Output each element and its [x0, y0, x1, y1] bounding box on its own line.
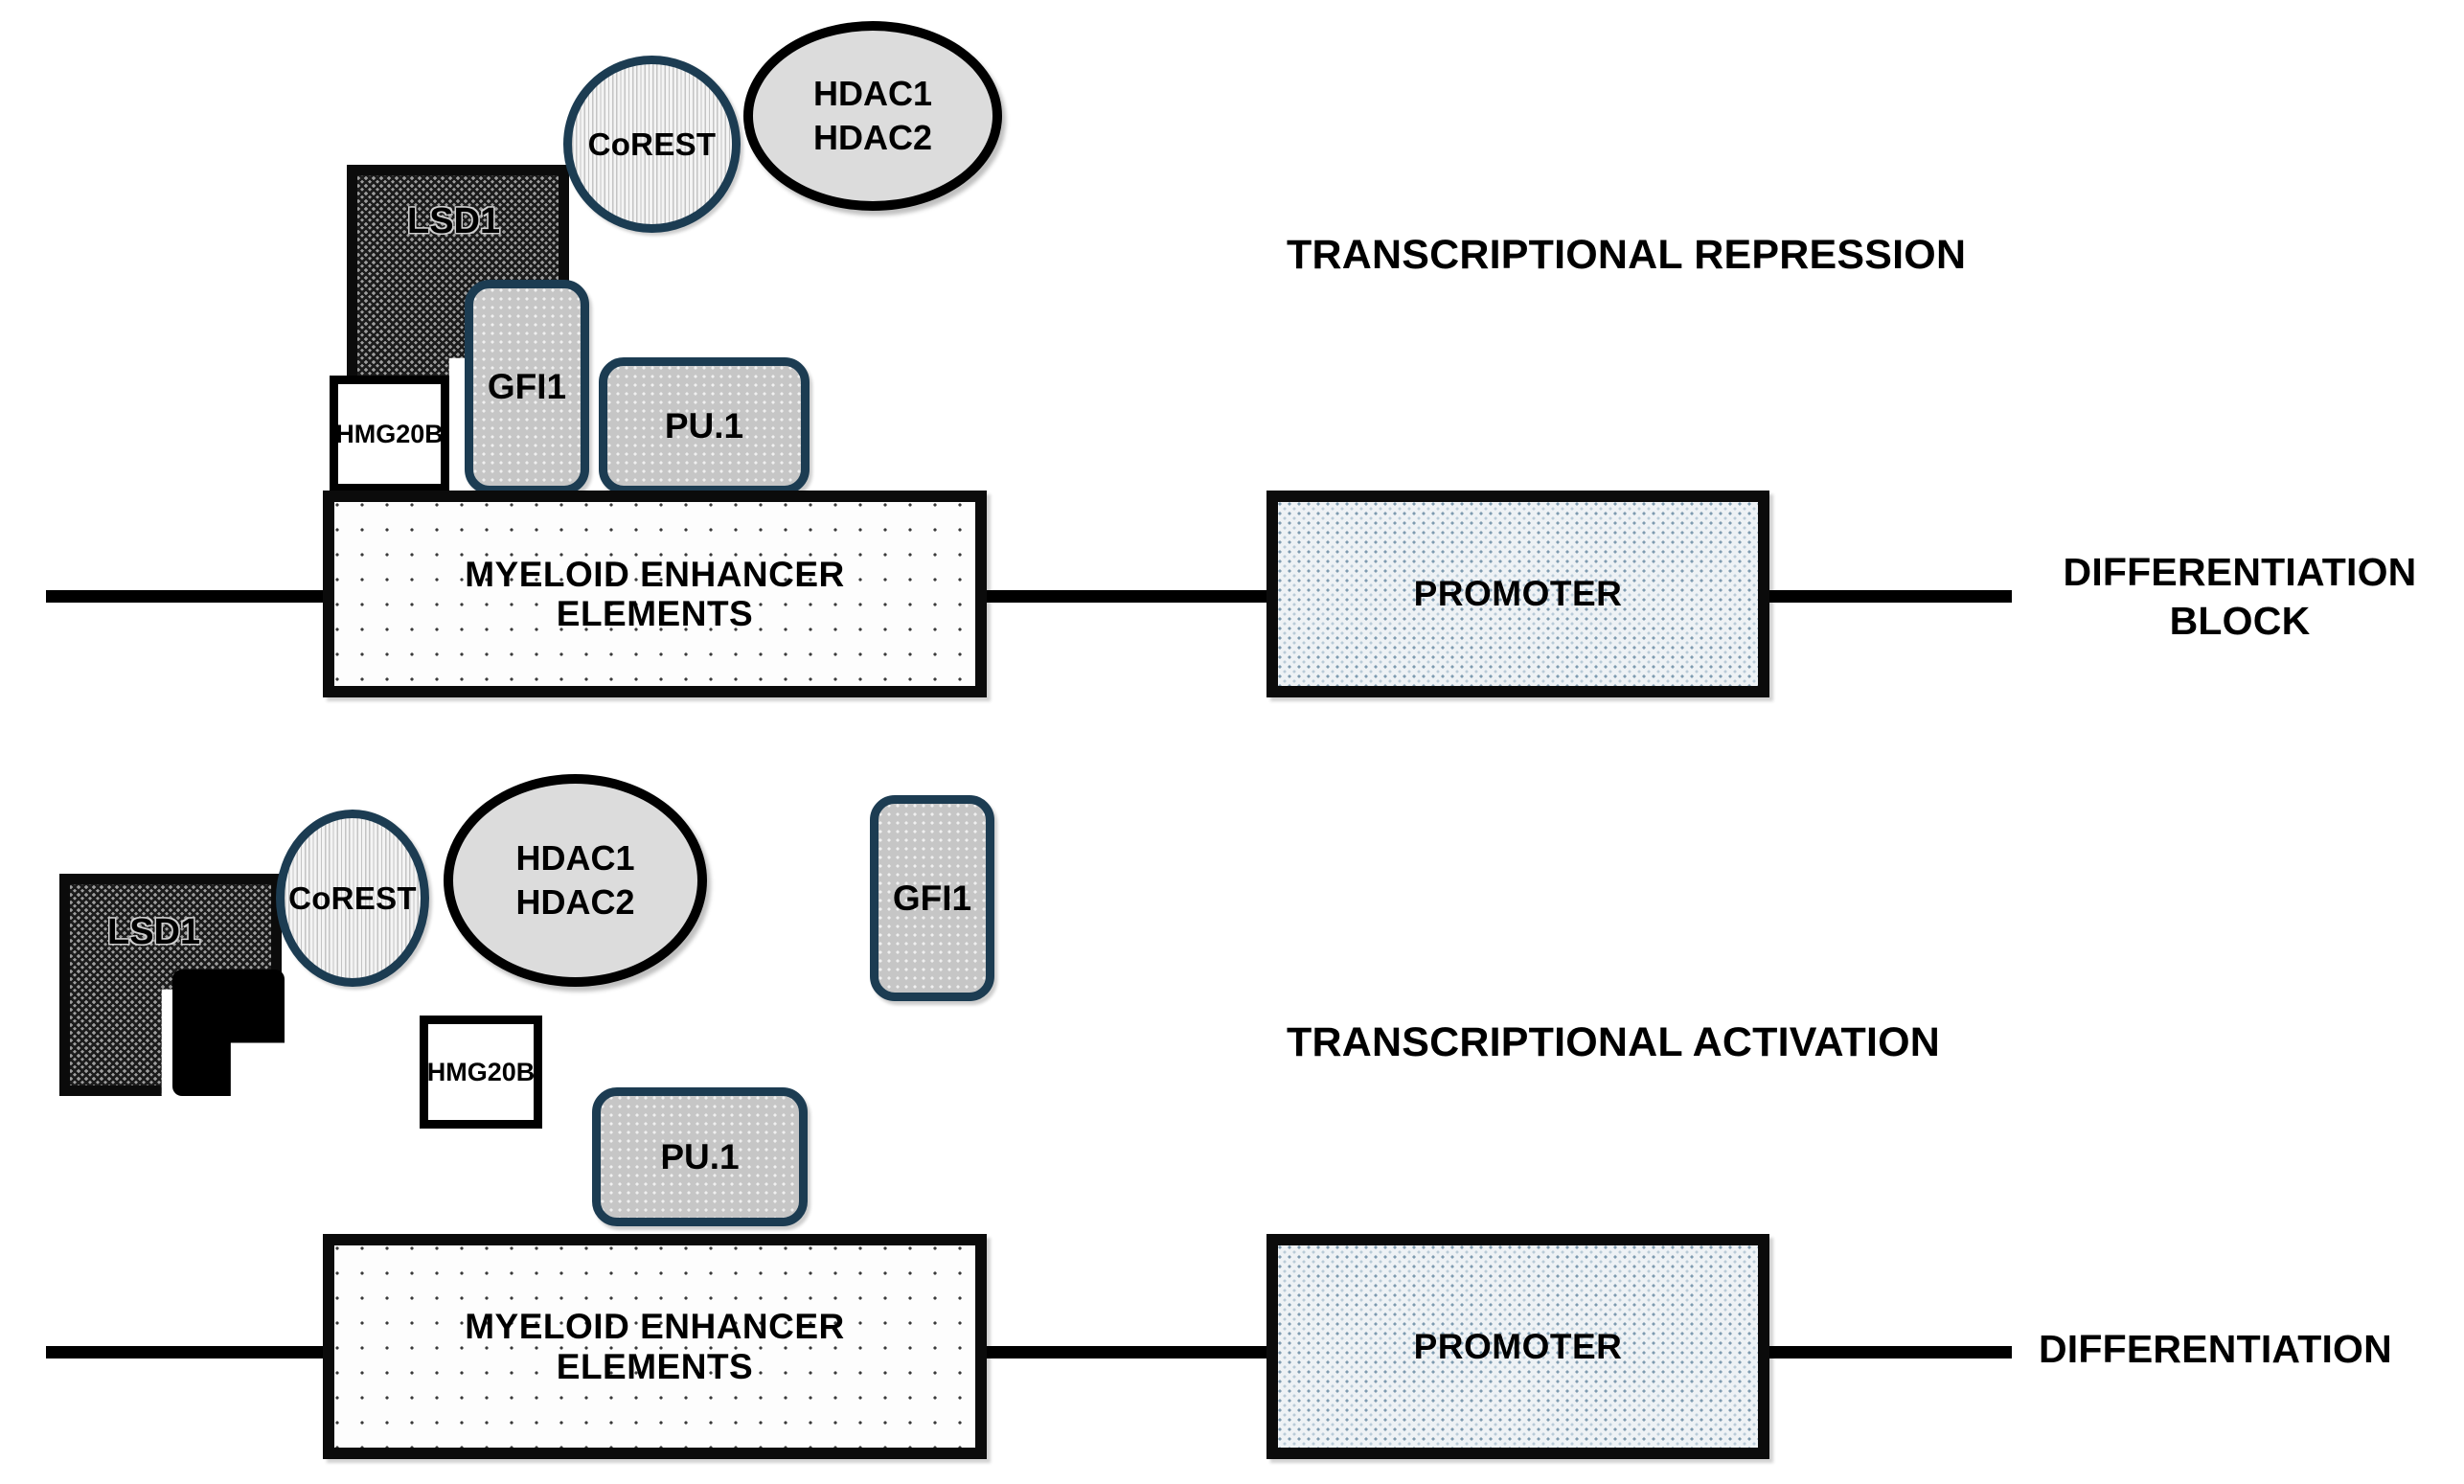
- state-label-activation: TRANSCRIPTIONAL ACTIVATION: [1287, 1019, 1941, 1065]
- gfi1-protein-repression[interactable]: GFI1: [465, 280, 589, 494]
- promoter-box-repression[interactable]: PROMOTER: [1266, 491, 1769, 697]
- gfi1-label-repression: GFI1: [487, 367, 567, 406]
- hdac2-label-repression: HDAC2: [812, 118, 932, 157]
- corest-label-repression: CoREST: [587, 126, 717, 162]
- hdac1-label-repression: HDAC1: [812, 73, 932, 113]
- myeloid-enhancer-box-activation[interactable]: MYELOID ENHANCER ELEMENTS: [323, 1234, 987, 1459]
- dna-backbone-left-repression: [46, 590, 329, 603]
- hmg20b-protein-activation[interactable]: HMG20B: [420, 1016, 542, 1129]
- pu1-label-repression: PU.1: [664, 405, 744, 445]
- promoter-box-activation[interactable]: PROMOTER: [1266, 1234, 1769, 1459]
- hdac-complex-repression[interactable]: HDAC1 HDAC2: [743, 21, 1002, 211]
- corest-label-activation: CoREST: [288, 879, 417, 916]
- myeloid-enhancer-label-activation: MYELOID ENHANCER ELEMENTS: [465, 1307, 845, 1386]
- dna-backbone-right-activation: [1724, 1346, 2012, 1358]
- state-label-repression: TRANSCRIPTIONAL REPRESSION: [1287, 232, 1967, 278]
- outcome-label-activation: DIFFERENTIATION: [2039, 1327, 2392, 1371]
- hdac-complex-activation[interactable]: HDAC1 HDAC2: [444, 774, 707, 987]
- corest-protein-activation[interactable]: CoREST: [276, 810, 429, 987]
- myeloid-enhancer-box-repression[interactable]: MYELOID ENHANCER ELEMENTS: [323, 491, 987, 697]
- corest-protein-repression[interactable]: CoREST: [563, 56, 741, 233]
- pu1-protein-repression[interactable]: PU.1: [599, 357, 810, 494]
- gfi1-label-activation: GFI1: [892, 878, 972, 918]
- gfi1-protein-activation[interactable]: GFI1: [870, 795, 994, 1001]
- hmg20b-protein-repression[interactable]: HMG20B: [330, 376, 449, 492]
- hmg20b-label-repression: HMG20B: [335, 419, 444, 448]
- outcome-label-repression: DIFFERENTIATION BLOCK: [2063, 550, 2417, 644]
- hdac1-label-activation: HDAC1: [515, 837, 635, 878]
- lsd1-label-repression: LSD1: [407, 201, 501, 241]
- lsd1-inhibitor-wedge[interactable]: [172, 970, 285, 1096]
- hdac2-label-activation: HDAC2: [515, 882, 635, 922]
- pu1-label-activation: PU.1: [660, 1136, 740, 1176]
- hmg20b-label-activation: HMG20B: [426, 1057, 536, 1086]
- dna-backbone-middle-repression: [985, 590, 1272, 603]
- pu1-protein-activation[interactable]: PU.1: [592, 1087, 808, 1226]
- dna-backbone-middle-activation: [985, 1346, 1272, 1358]
- myeloid-enhancer-label-repression: MYELOID ENHANCER ELEMENTS: [465, 554, 845, 633]
- dna-backbone-right-repression: [1724, 590, 2012, 603]
- promoter-label-activation: PROMOTER: [1413, 1326, 1623, 1366]
- dna-backbone-left-activation: [46, 1346, 329, 1358]
- lsd1-label-activation: LSD1: [107, 912, 201, 952]
- promoter-label-repression: PROMOTER: [1413, 574, 1623, 614]
